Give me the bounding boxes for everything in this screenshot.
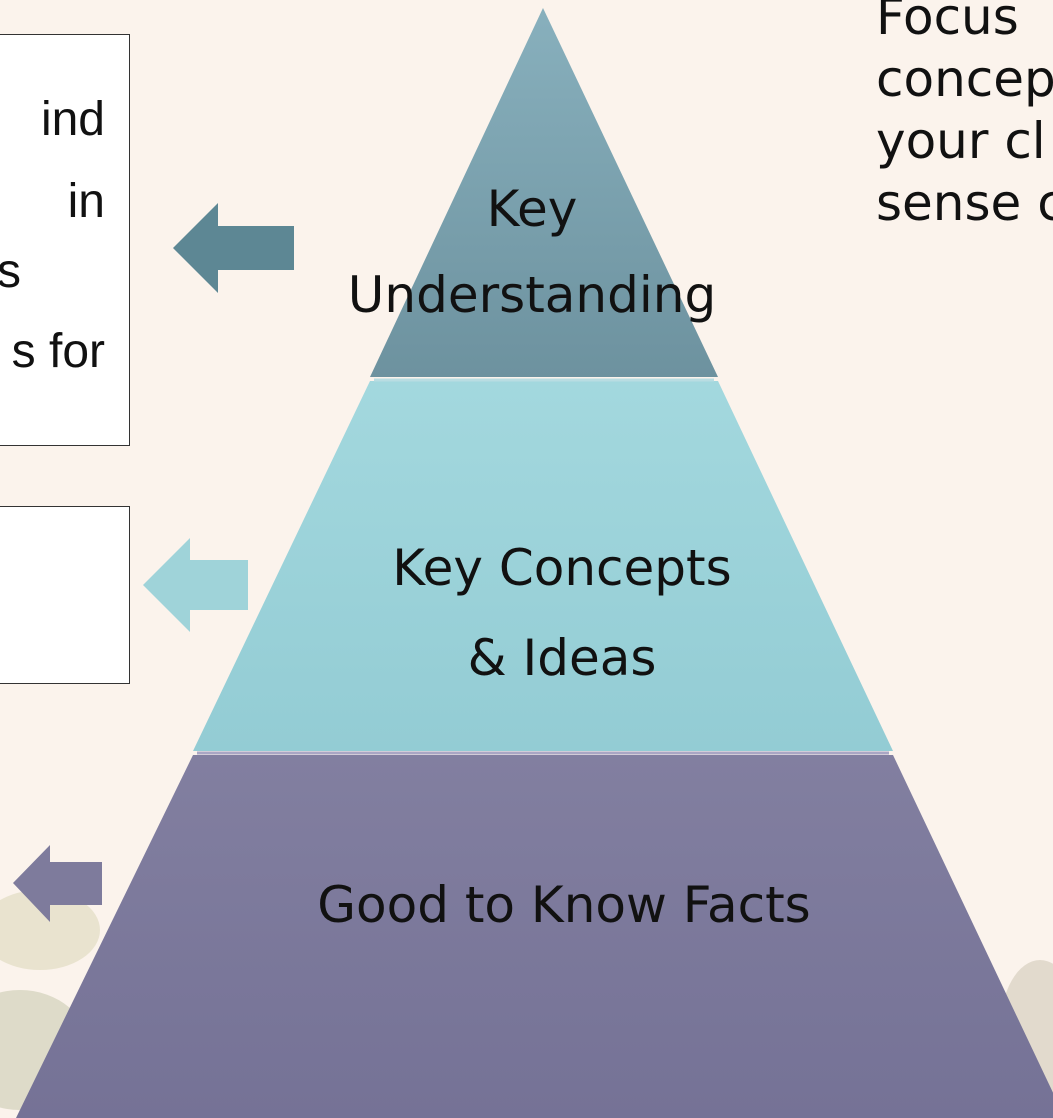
pyramid-label-top-line-1: Key <box>487 180 578 238</box>
left-textbox-line: s <box>0 241 21 303</box>
pyramid-level-middle <box>193 381 893 751</box>
left-textbox-top: ind in s s for <box>0 34 130 446</box>
pyramid-label-bottom: Good to Know Facts <box>317 876 810 934</box>
right-text-line: your cl <box>876 112 1046 170</box>
left-textbox-line: in <box>67 175 105 228</box>
right-text-line: sense c <box>876 174 1053 232</box>
pyramid-level-bottom <box>16 755 1053 1118</box>
pyramid-label-middle-line-2: & Ideas <box>468 629 657 687</box>
arrow-left-icon <box>13 845 102 922</box>
pyramid-label-top-line-2: Understanding <box>348 266 716 324</box>
left-textbox-middle <box>0 506 130 684</box>
pyramid-label-middle-line-1: Key Concepts <box>392 539 731 597</box>
left-textbox-line: ind <box>40 93 105 146</box>
left-textbox-line: s for <box>11 325 105 378</box>
arrow-left-icon <box>143 538 248 632</box>
pyramid-level-top <box>370 8 718 377</box>
right-side-text: Focus concep your cl sense c <box>876 0 1053 234</box>
right-text-line: Focus <box>876 0 1019 46</box>
arrow-left-icon <box>173 203 294 293</box>
right-text-line: concep <box>876 50 1053 108</box>
